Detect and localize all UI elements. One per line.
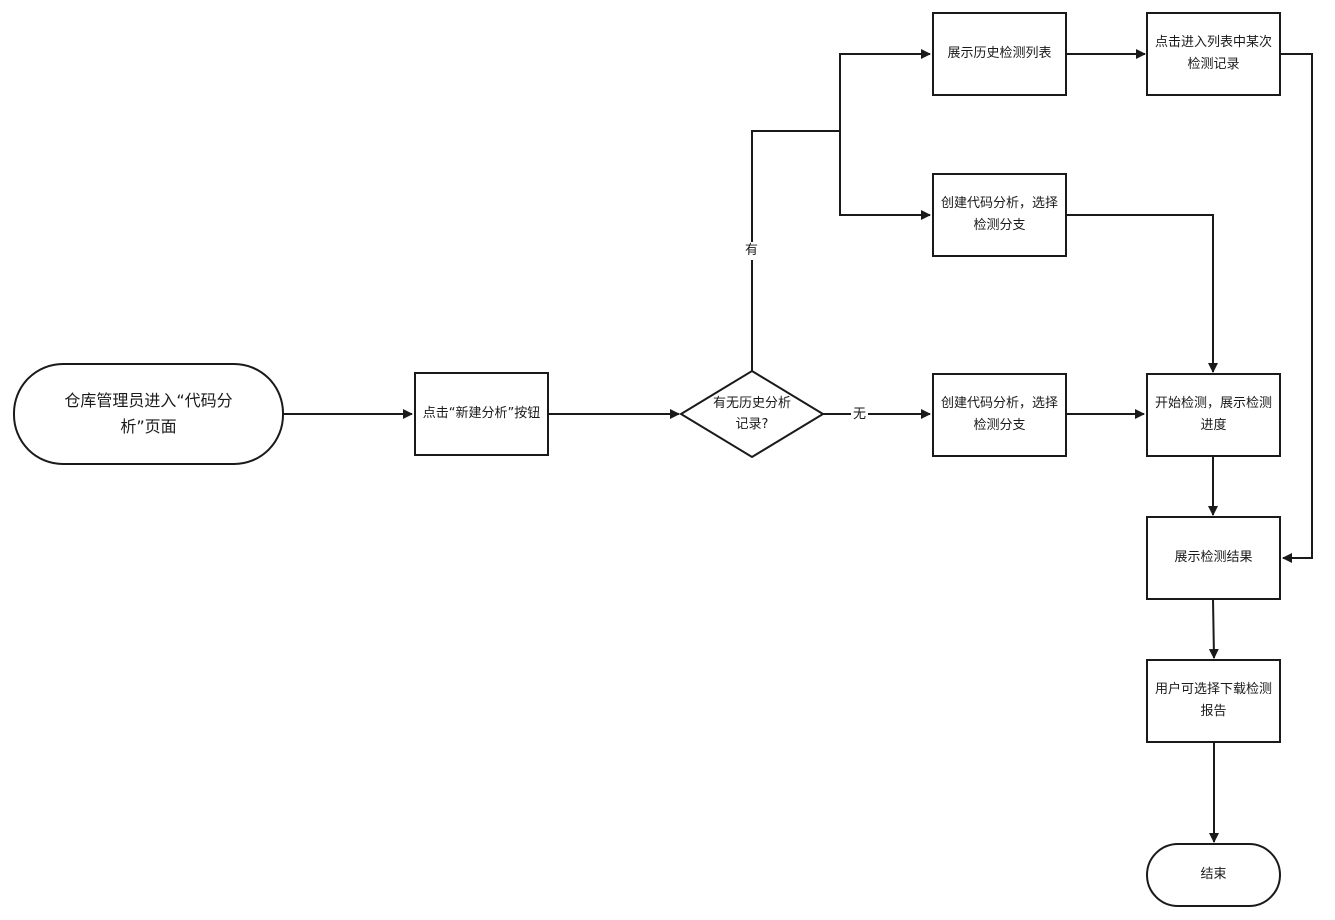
end-terminal-label: 结束 bbox=[1200, 867, 1227, 882]
create-analysis-top-label: 创建代码分析，选择检测分支 bbox=[940, 196, 1058, 233]
create-analysis-step-bottom: 创建代码分析，选择检测分支 bbox=[932, 373, 1067, 457]
start-detection-step: 开始检测，展示检测进度 bbox=[1146, 373, 1281, 457]
download-report-label: 用户可选择下载检测报告 bbox=[1154, 682, 1272, 719]
edge-decision-yes-trunk bbox=[751, 130, 840, 371]
show-history-list-step: 展示历史检测列表 bbox=[932, 12, 1067, 96]
create-analysis-bottom-label: 创建代码分析，选择检测分支 bbox=[940, 396, 1058, 433]
start-terminal: 仓库管理员进入“代码分析”页面 bbox=[13, 363, 284, 465]
decision-diamond bbox=[679, 369, 825, 459]
edge-result-to-download bbox=[1208, 598, 1219, 659]
edge-record-to-result bbox=[1281, 53, 1313, 563]
show-result-label: 展示检测结果 bbox=[1174, 550, 1253, 565]
start-detection-label: 开始检测，展示检测进度 bbox=[1154, 396, 1272, 433]
enter-record-label: 点击进入列表中某次检测记录 bbox=[1154, 35, 1272, 72]
enter-record-step: 点击进入列表中某次检测记录 bbox=[1146, 12, 1281, 96]
decision-label: 有无历史分析记录? bbox=[712, 396, 791, 432]
click-new-analysis-label: 点击“新建分析”按钮 bbox=[422, 406, 541, 421]
show-result-step: 展示检测结果 bbox=[1146, 516, 1281, 600]
click-new-analysis-step: 点击“新建分析”按钮 bbox=[414, 372, 549, 456]
edge-label-yes: 有 bbox=[743, 242, 761, 260]
edge-create-top-to-start-detect bbox=[1067, 214, 1218, 373]
edge-yes-to-history bbox=[839, 49, 931, 131]
show-history-list-label: 展示历史检测列表 bbox=[947, 46, 1052, 61]
create-analysis-step-top: 创建代码分析，选择检测分支 bbox=[932, 173, 1067, 257]
start-terminal-label: 仓库管理员进入“代码分析”页面 bbox=[64, 391, 233, 436]
download-report-step: 用户可选择下载检测报告 bbox=[1146, 659, 1281, 743]
edge-yes-to-create-top bbox=[839, 131, 931, 220]
end-terminal: 结束 bbox=[1146, 843, 1281, 907]
edge-label-no: 无 bbox=[851, 406, 869, 424]
